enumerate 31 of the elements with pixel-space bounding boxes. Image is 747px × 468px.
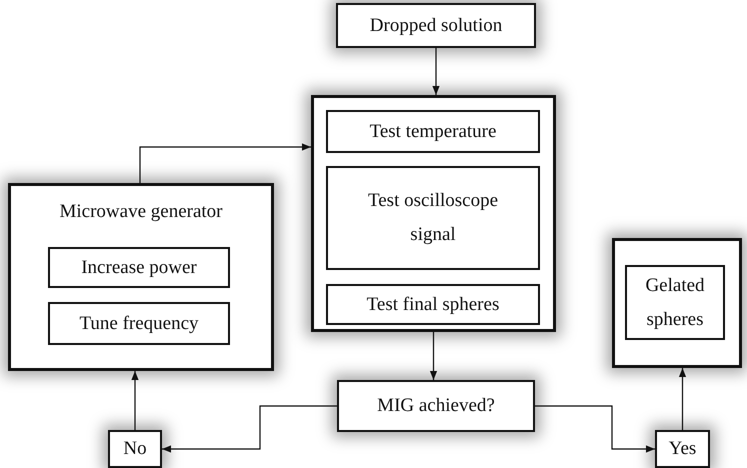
process-box xyxy=(326,166,540,270)
node-label: Test temperature xyxy=(368,120,498,144)
container-box xyxy=(311,95,556,332)
node-label: Test oscilloscope signal xyxy=(366,189,500,247)
process-box xyxy=(625,265,725,340)
node-label: No xyxy=(122,437,148,461)
arrow xyxy=(432,48,440,95)
arrow xyxy=(535,405,655,453)
node-label: Test final spheres xyxy=(366,292,500,316)
arrow xyxy=(678,368,686,430)
process-box xyxy=(108,430,162,468)
container-box xyxy=(612,238,742,368)
decision-box xyxy=(337,380,535,432)
arrow xyxy=(139,143,311,183)
process-box xyxy=(655,430,710,468)
process-box xyxy=(48,302,230,345)
group-heading: Microwave generator xyxy=(58,200,224,224)
arrow xyxy=(131,371,139,430)
process-box xyxy=(48,247,230,288)
node-label: Dropped solution xyxy=(368,14,504,38)
node-label: Increase power xyxy=(80,256,198,280)
node-label: Yes xyxy=(668,437,698,461)
node-label: MIG achieved? xyxy=(376,394,496,418)
process-box xyxy=(326,110,540,153)
process-box xyxy=(336,3,536,48)
process-box xyxy=(326,284,540,325)
node-label: Tune frequency xyxy=(78,312,200,336)
arrow xyxy=(162,405,337,453)
group-box xyxy=(8,183,274,371)
arrow xyxy=(430,332,438,380)
node-label: Gelated spheres xyxy=(644,274,706,332)
